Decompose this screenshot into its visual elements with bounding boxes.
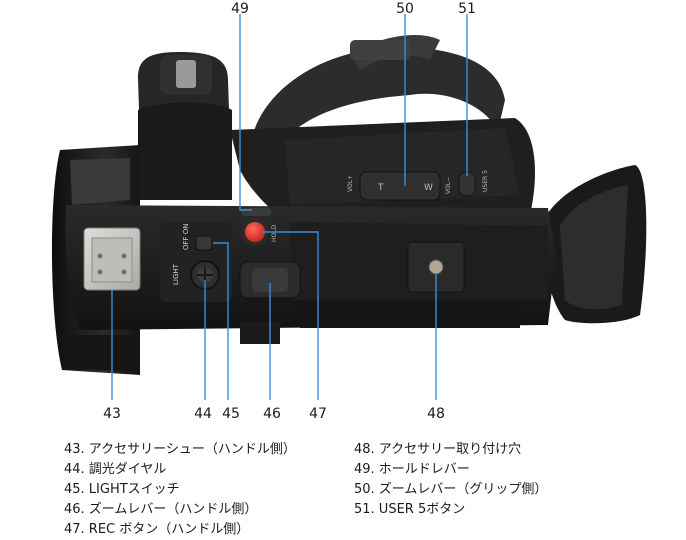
light-switch[interactable] (195, 235, 213, 251)
callout-51: 51 (458, 1, 476, 17)
hold-label: HOLD (271, 224, 278, 242)
callout-numbers: 49 50 51 43 44 45 46 47 48 (103, 1, 476, 422)
legend-item-43: 43. アクセサリーシュー（ハンドル側） (64, 442, 296, 457)
leader-45 (213, 242, 229, 400)
light-panel: OFF ON LIGHT (160, 222, 232, 302)
vol-plus-label: VOL+ (347, 175, 354, 192)
leader-lines (111, 14, 468, 400)
rec-button-handle[interactable] (241, 218, 269, 246)
leader-47 (262, 231, 319, 400)
zoom-w-label: W (424, 183, 433, 193)
legend-item-44: 44. 調光ダイヤル (64, 462, 167, 477)
callout-46: 46 (263, 406, 281, 422)
leader-49 (239, 14, 252, 211)
vol-minus-label: VOL− (445, 177, 452, 194)
callout-45: 45 (222, 406, 240, 422)
accessory-shoe-handle (83, 227, 141, 291)
legend-item-49: 49. ホールドレバー (354, 462, 470, 477)
callout-43: 43 (103, 406, 121, 422)
callout-44: 44 (194, 406, 212, 422)
legend-left: 43. アクセサリーシュー（ハンドル側） 44. 調光ダイヤル 45. LIGH… (64, 440, 296, 540)
callout-50: 50 (396, 1, 414, 17)
hand-strap (250, 35, 505, 160)
legend-item-46: 46. ズームレバー（ハンドル側） (64, 502, 258, 517)
callout-47: 47 (309, 406, 327, 422)
legend-right: 48. アクセサリー取り付け穴 49. ホールドレバー 50. ズームレバー（グ… (354, 440, 547, 520)
eyecup (543, 165, 647, 324)
callout-49: 49 (231, 1, 249, 17)
legend-item-47: 47. REC ボタン（ハンドル側） (64, 522, 250, 537)
user5-button[interactable]: USER 5 (458, 170, 489, 197)
viewfinder (138, 52, 232, 200)
accessory-mount-hole (407, 241, 465, 293)
callout-48: 48 (427, 406, 445, 422)
legend-item-45: 45. LIGHTスイッチ (64, 482, 180, 497)
legend-item-50: 50. ズームレバー（グリップ側） (354, 482, 548, 497)
zoom-t-label: T (377, 183, 384, 193)
legend-item-51: 51. USER 5ボタン (354, 502, 466, 517)
legend-item-48: 48. アクセサリー取り付け穴 (354, 442, 522, 457)
user5-label: USER 5 (482, 170, 489, 192)
zoom-lever-grip[interactable]: T W VOL+ VOL− (347, 171, 452, 201)
light-label: LIGHT (172, 263, 180, 285)
off-on-label: OFF ON (182, 223, 190, 250)
